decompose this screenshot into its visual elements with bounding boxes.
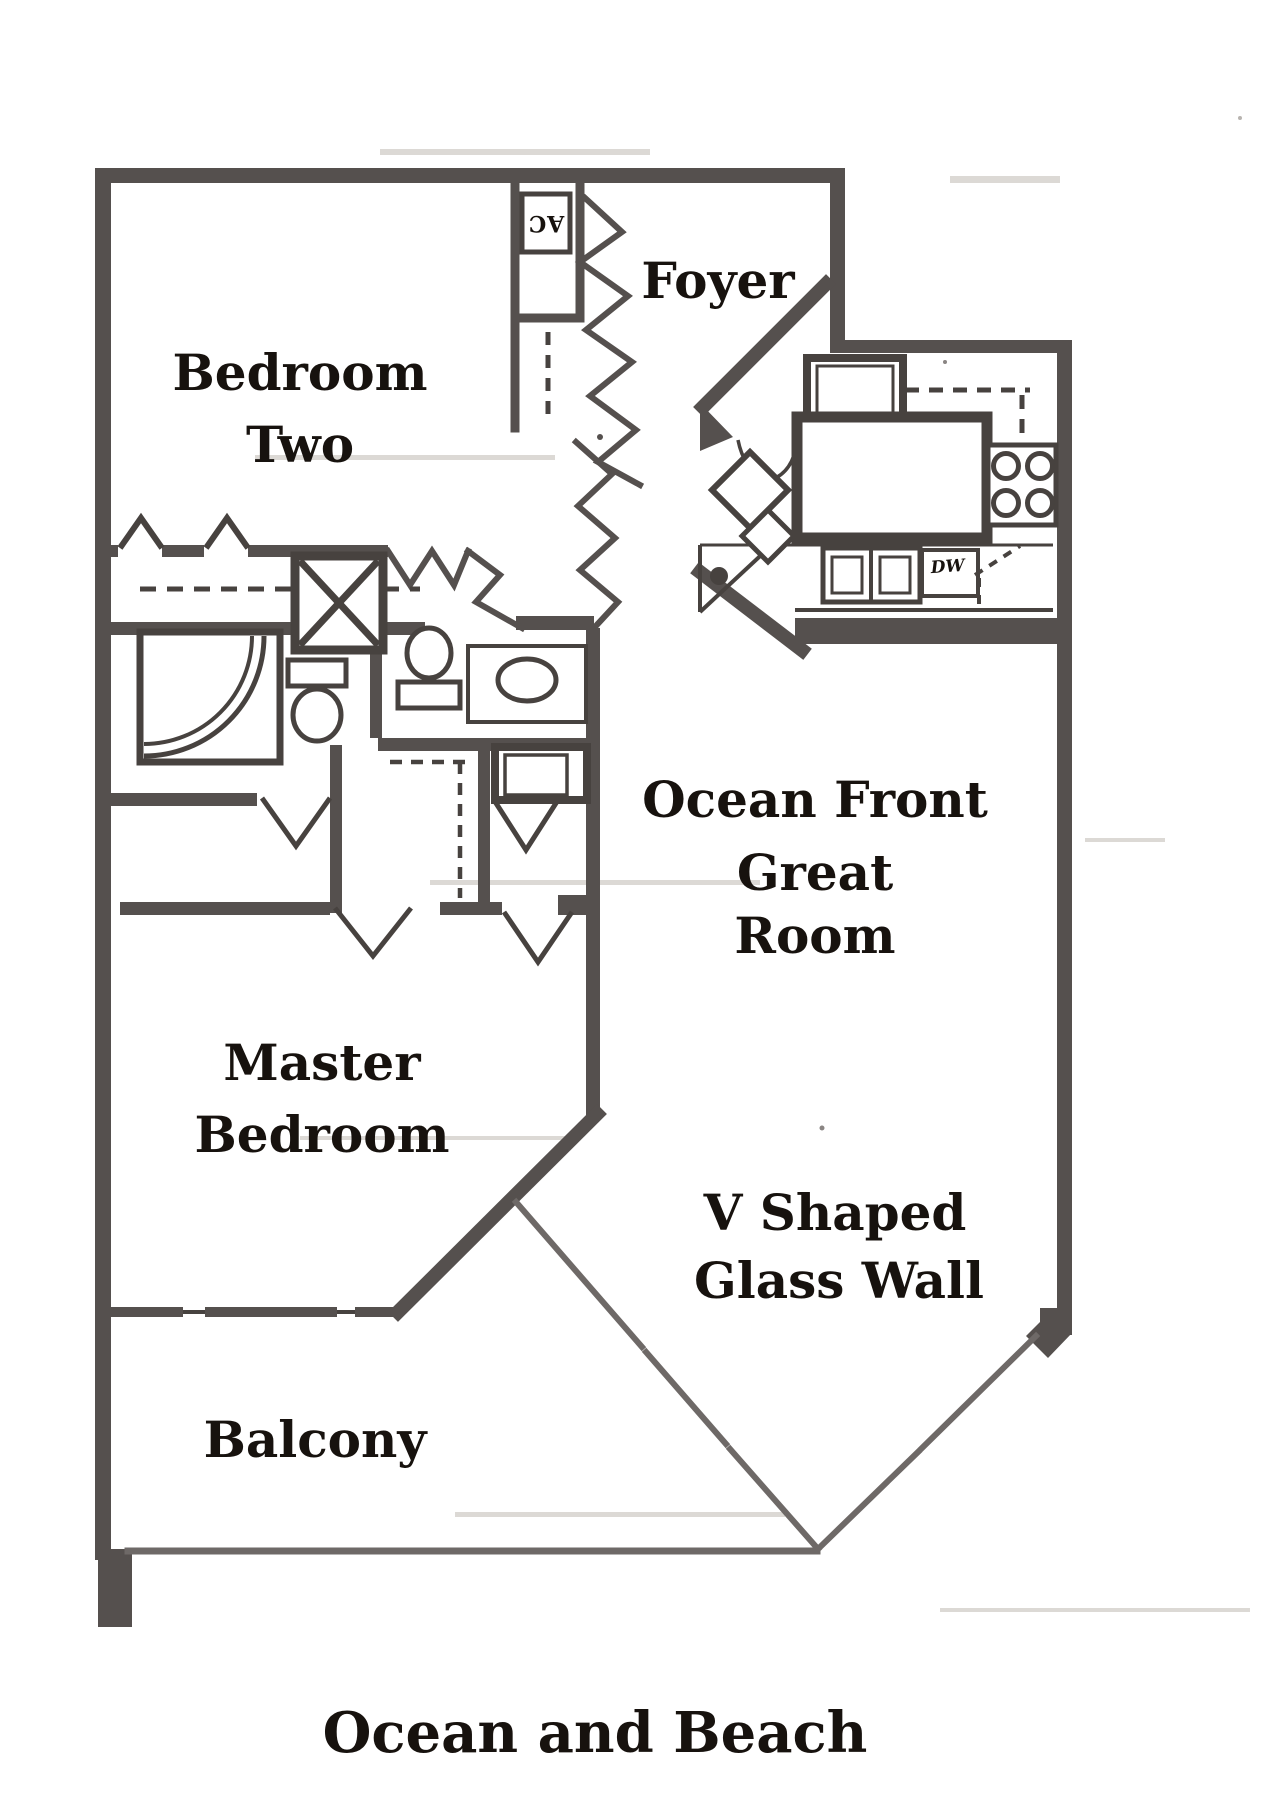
burner [1025, 488, 1055, 518]
toilet-tank [395, 679, 463, 711]
wall-master-diagonal [388, 1104, 607, 1322]
label-ac: AC [528, 210, 566, 236]
scan-smudge [940, 1608, 1250, 1612]
dishwasher-dash [973, 544, 1022, 577]
label-glass-wall-2: Glass Wall [694, 1251, 984, 1310]
label-ocean-beach: Ocean and Beach [323, 1700, 868, 1766]
refrigerator-inner [815, 364, 895, 417]
shower-glass-arc [143, 635, 254, 746]
wall-kitchen-top [830, 340, 1072, 353]
wall-bed2-closet [95, 545, 118, 557]
label-great-room-1: Ocean Front [642, 770, 988, 829]
wall-hall-west [478, 745, 490, 913]
utility-box-x [297, 558, 381, 648]
label-master-1: Master [223, 1033, 421, 1092]
vanity-sink [495, 656, 559, 704]
sink-bowl [878, 555, 912, 595]
glass-walls [95, 1197, 1041, 1555]
foyer-opening-zigzag [574, 193, 645, 490]
glass-wall-right [917, 1331, 1041, 1453]
kitchen-island [791, 411, 993, 544]
scan-speck [1238, 116, 1242, 120]
label-dw: DW [929, 556, 967, 579]
scan-speck [943, 360, 947, 364]
burner [991, 488, 1021, 518]
wall-master-north [440, 902, 502, 915]
master-door-mark [501, 910, 575, 967]
wall-kitchen-diagonal [690, 562, 812, 660]
wall-foyer-right [830, 168, 845, 353]
scan-smudge [455, 1512, 785, 1517]
label-bedroom-two-1: Bedroom [173, 343, 428, 402]
closet-door-mark [333, 906, 413, 961]
scan-smudge [255, 455, 555, 460]
wall-foyer-diagonal [693, 274, 836, 417]
burner [1025, 451, 1055, 481]
bath-door-mark [259, 796, 333, 851]
hall-opening-zigzag [463, 546, 527, 633]
glass-wall-left [725, 1444, 823, 1554]
label-great-room-2: Great [737, 843, 893, 902]
wall-kitchen-south [795, 618, 1057, 644]
bed2-opening-zigzag [383, 545, 472, 592]
scan-speck [597, 434, 603, 440]
glass-wall-left [511, 1197, 647, 1352]
wall-right [1057, 340, 1072, 1335]
openings [117, 193, 799, 967]
bath-fixtures [136, 551, 591, 804]
wall-bath2-north [516, 616, 594, 630]
burner [991, 451, 1021, 481]
closet-dashes [140, 332, 551, 898]
glass-wall-right [813, 1447, 923, 1554]
ac-unit-box [519, 191, 573, 255]
scan-smudge [300, 1136, 580, 1140]
wall-bath-divider [370, 650, 382, 738]
wall-top [95, 168, 845, 183]
glass-wall-left [641, 1347, 731, 1449]
wall-greatroom-west [586, 628, 600, 1118]
label-bedroom-two-2: Two [246, 415, 354, 474]
wall-bath1-south [95, 793, 257, 806]
scan-speck [250, 1449, 256, 1455]
wall-master-north [120, 902, 330, 915]
label-foyer: Foyer [641, 251, 795, 310]
bifold-door-mark [117, 512, 165, 550]
kitchen [519, 191, 1059, 614]
label-balcony: Balcony [204, 1410, 429, 1469]
corner-sink-bowl [738, 506, 798, 566]
wall-corner-block [1026, 1308, 1072, 1358]
label-master-2: Bedroom [195, 1105, 450, 1164]
scan-smudge [380, 149, 650, 155]
faucet-dot [710, 567, 728, 585]
sink-bowl [830, 555, 864, 595]
scan-smudge [1085, 838, 1165, 842]
scan-smudge [950, 176, 1060, 183]
bifold-door-mark [203, 512, 251, 550]
wall-bed2-closet [162, 545, 204, 557]
toilet-tank [285, 657, 349, 689]
wall-closet-west [330, 745, 342, 913]
entry-door-jamb [700, 403, 733, 451]
toilet-bowl [290, 686, 344, 744]
linen-closet-inner [503, 753, 569, 797]
greatroom-opening-zigzag [571, 437, 623, 633]
scan-speck [819, 1125, 825, 1131]
label-glass-wall-1: V Shaped [703, 1183, 967, 1242]
exterior-walls [95, 168, 1072, 1627]
label-great-room-3: Room [734, 906, 895, 965]
linen-door-mark [491, 798, 561, 855]
wall-left [95, 168, 111, 1560]
interior-walls [95, 178, 1057, 1322]
balcony-post [98, 1549, 132, 1627]
toilet-bowl [404, 625, 454, 681]
shower-glass-arc [143, 635, 267, 759]
labels: Bedroom Two Foyer Ocean Front Great Room… [173, 210, 988, 1766]
